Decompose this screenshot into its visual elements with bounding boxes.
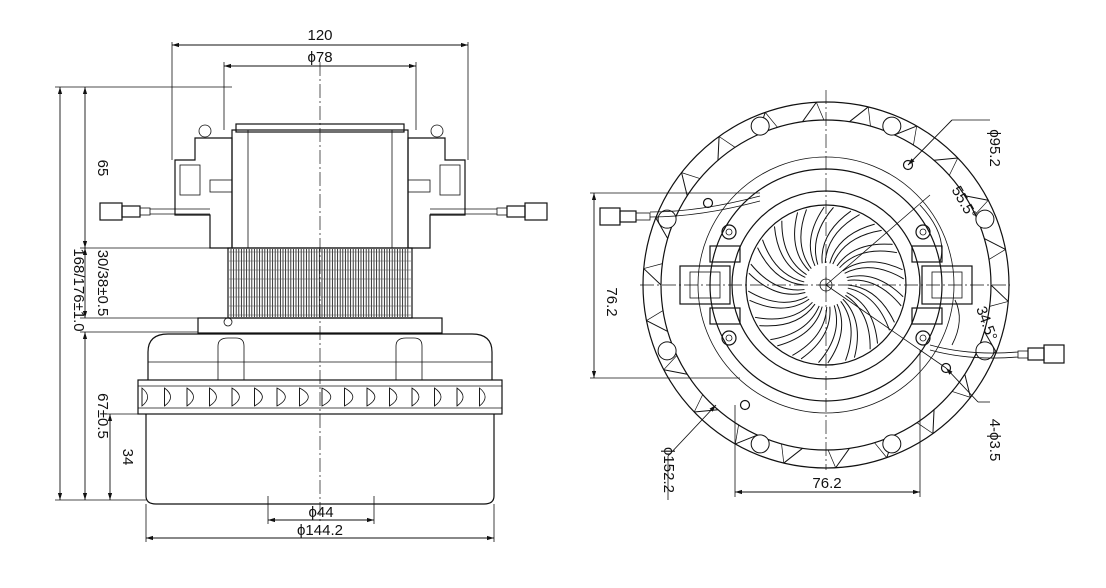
- outer-fan-ring: [642, 101, 1010, 469]
- dim-top-diameter: ϕ78: [307, 49, 332, 66]
- fan-housing: [137, 333, 503, 505]
- dim-top-height: 65: [94, 160, 111, 177]
- right-terminal: [430, 202, 548, 221]
- bottom-right-terminal: [929, 344, 1065, 364]
- bottom-view: ϕ95.2 55.5° 34.5° 76.2 76.2 ϕ152.2 4-ϕ3.…: [590, 90, 1065, 500]
- dim-bolt-circle: ϕ95.2: [986, 129, 1003, 167]
- dim-outlet-diameter: ϕ44: [308, 504, 333, 521]
- dim-outer-diameter: ϕ152.2: [660, 447, 677, 493]
- brush-holder-right: [911, 245, 973, 325]
- dim-stack-height: 30/38±0.5: [94, 250, 111, 317]
- dim-horizontal-spacing: 76.2: [812, 475, 841, 492]
- dim-overall-width: 120: [307, 27, 332, 44]
- side-view: 120 ϕ78 168/176±1.0 65 30/38±0.5 67±0.5 …: [55, 27, 548, 542]
- dim-fan-height: 67±0.5: [94, 393, 111, 439]
- dim-overall-height: 168/176±1.0: [70, 248, 87, 331]
- dim-angle-upper: 55.5°: [948, 183, 980, 222]
- dim-base-diameter: ϕ144.2: [297, 522, 343, 539]
- dim-base-height: 34: [119, 449, 136, 466]
- dim-holes: 4-ϕ3.5: [986, 419, 1003, 462]
- left-terminal: [99, 202, 210, 221]
- stator-stack: [227, 247, 413, 319]
- brush-holder-left: [679, 245, 741, 325]
- dim-vertical-spacing: 76.2: [603, 287, 620, 316]
- dim-angle-lower: 34.5°: [972, 304, 1000, 343]
- bottom-left-terminal: [599, 195, 761, 226]
- impeller: [731, 190, 921, 380]
